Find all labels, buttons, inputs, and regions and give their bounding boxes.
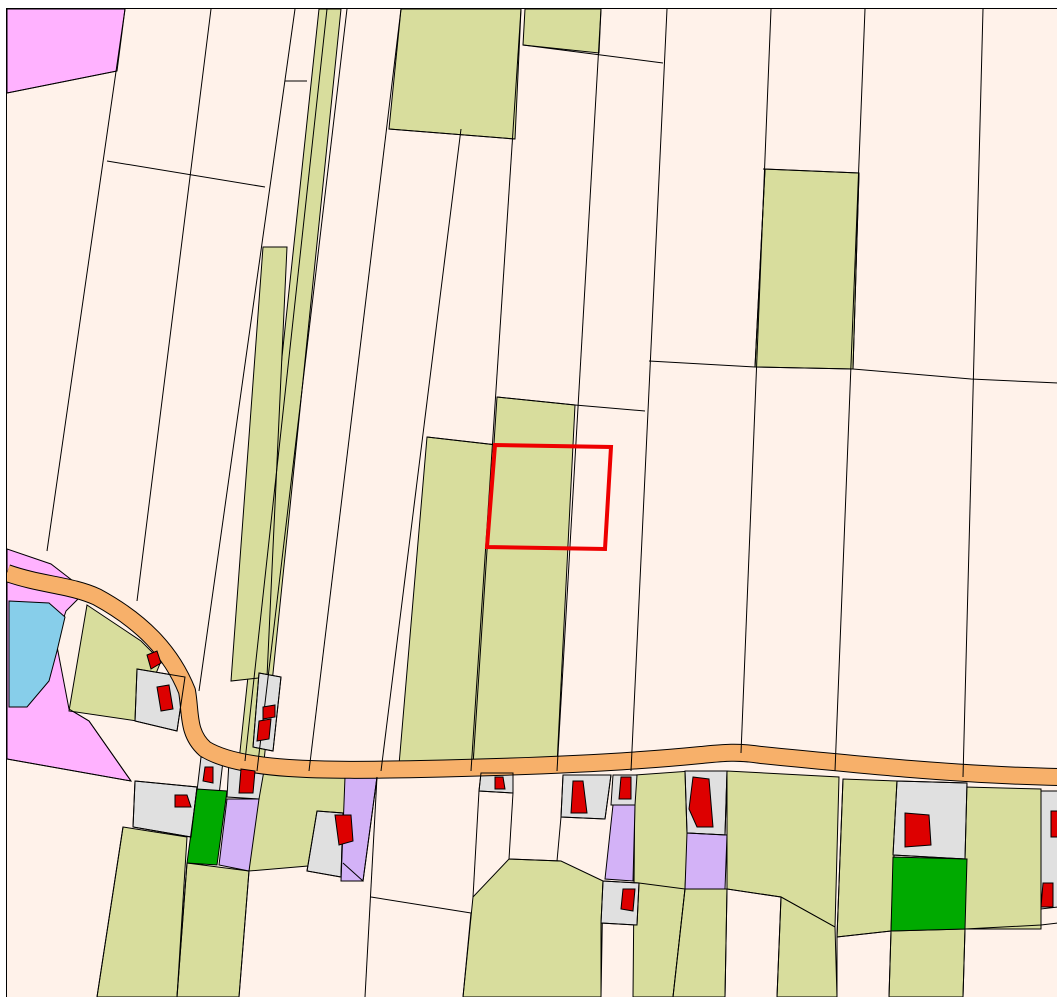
green-plot xyxy=(890,856,968,932)
land-use-layer xyxy=(7,9,1057,997)
lavender-plot xyxy=(604,804,636,882)
house-plot xyxy=(892,780,968,860)
buildings-layer xyxy=(146,650,1057,912)
building xyxy=(262,704,276,720)
building xyxy=(570,780,588,814)
cadastral-map[interactable] xyxy=(6,8,1057,997)
arable-plot xyxy=(522,9,602,54)
building xyxy=(494,776,506,790)
building xyxy=(156,684,174,712)
building xyxy=(202,766,214,784)
building xyxy=(146,650,162,670)
building xyxy=(688,776,714,828)
road-layer xyxy=(7,564,1057,786)
building xyxy=(620,888,636,912)
arable-plot xyxy=(888,928,966,997)
building xyxy=(618,776,632,800)
building xyxy=(1050,810,1057,838)
road xyxy=(7,565,1057,785)
arable-plot xyxy=(836,778,898,938)
building xyxy=(1040,882,1054,908)
building xyxy=(334,814,354,846)
arable-plot xyxy=(176,862,250,997)
arable-plot xyxy=(462,858,604,997)
arable-plot xyxy=(388,9,522,140)
arable-plot xyxy=(964,786,1042,930)
lavender-plot xyxy=(684,832,728,890)
pink-zone-top-left xyxy=(7,9,126,94)
building xyxy=(904,812,932,848)
green-plot xyxy=(186,788,228,866)
arable-plot xyxy=(754,168,860,370)
water-body xyxy=(8,600,66,708)
building xyxy=(238,768,256,794)
building xyxy=(256,718,272,742)
parcel-boundaries xyxy=(7,9,1057,997)
selected-parcel-outline[interactable] xyxy=(484,442,614,552)
building xyxy=(174,794,192,808)
